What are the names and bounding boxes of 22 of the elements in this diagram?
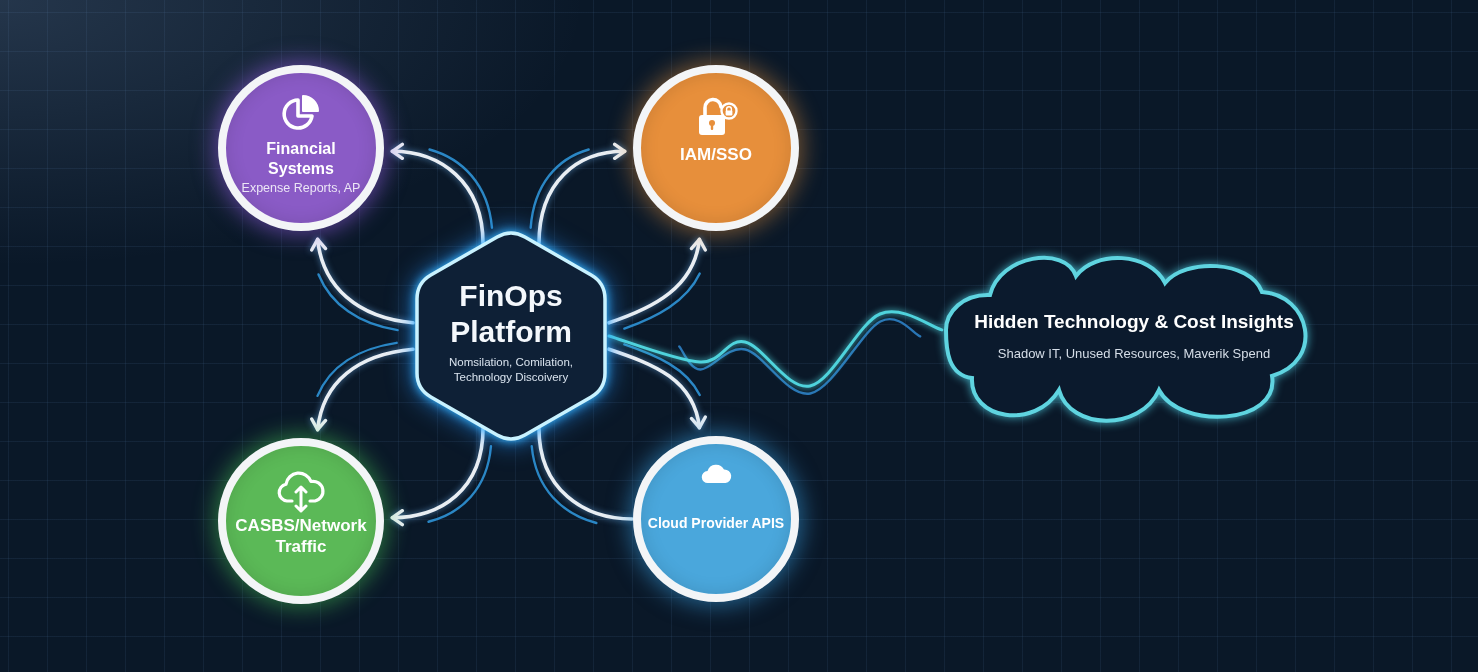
arrow (607, 347, 707, 430)
arrow (390, 143, 485, 246)
arrow (310, 347, 415, 432)
arrow (537, 143, 627, 246)
source-circle (218, 438, 384, 604)
node-title: CASBS/Network Traffic (234, 515, 368, 557)
arrow (607, 237, 707, 325)
source-circle (633, 436, 799, 602)
node-title: Hidden Technology & Cost Insights (974, 310, 1294, 334)
wave-connector (607, 310, 944, 388)
node-subtitle: Expense Reports, AP (241, 180, 361, 196)
connector-line (537, 426, 634, 521)
node-title: FinOps Platform (449, 278, 573, 350)
node-title: IAM/SSO (679, 144, 753, 165)
source-circle (633, 65, 799, 231)
source-circle (218, 65, 384, 231)
arrow (390, 426, 485, 526)
arrow (310, 237, 415, 325)
node-title: Cloud Provider APIS (646, 515, 786, 532)
node-subtitle: Nomsilation, Comilation, Technology Discoivery (448, 355, 574, 385)
node-title: Financial Systems (265, 139, 337, 179)
node-subtitle: Shadow IT, Unused Resources, Maverik Spend (997, 345, 1271, 362)
